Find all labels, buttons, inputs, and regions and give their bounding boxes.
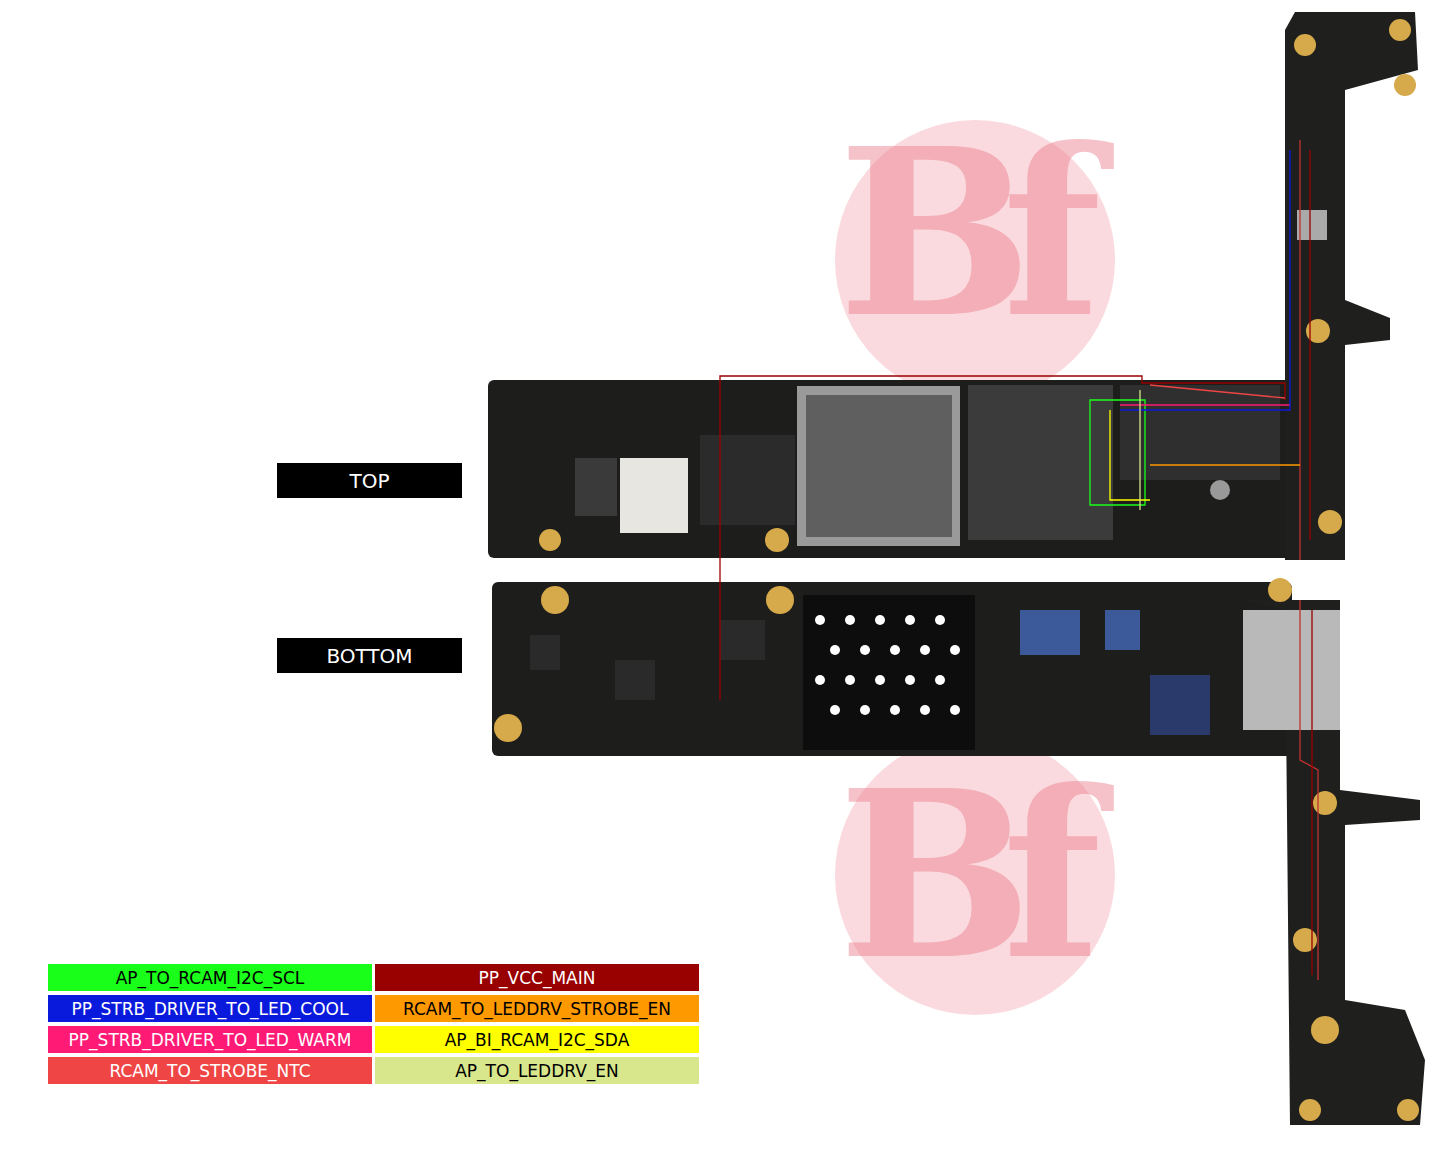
legend-text: PP_STRB_DRIVER_TO_LED_WARM: [69, 1030, 352, 1050]
legend-text: PP_VCC_MAIN: [479, 968, 596, 988]
legend-text: AP_TO_RCAM_I2C_SCL: [116, 968, 305, 988]
watermark: Bf: [838, 760, 1071, 990]
legend-text: AP_BI_RCAM_I2C_SDA: [445, 1030, 630, 1050]
legend-text: RCAM_TO_LEDDRV_STROBE_EN: [403, 999, 671, 1019]
watermark: Bf: [838, 118, 1071, 348]
legend-text: AP_TO_LEDDRV_EN: [455, 1061, 619, 1081]
legend-swatch: AP_TO_RCAM_I2C_SCL: [48, 964, 372, 991]
legend-swatch: RCAM_TO_LEDDRV_STROBE_EN: [375, 995, 699, 1022]
legend-swatch: PP_STRB_DRIVER_TO_LED_WARM: [48, 1026, 372, 1053]
view-label-box: TOP: [277, 463, 462, 498]
legend-swatch: PP_STRB_DRIVER_TO_LED_COOL: [48, 995, 372, 1022]
legend-swatch: AP_TO_LEDDRV_EN: [375, 1057, 699, 1084]
legend-swatch: PP_VCC_MAIN: [375, 964, 699, 991]
legend-text: PP_STRB_DRIVER_TO_LED_COOL: [72, 999, 349, 1019]
view-label-box: BOTTOM: [277, 638, 462, 673]
view-label: BOTTOM: [326, 644, 412, 668]
legend-text: RCAM_TO_STROBE_NTC: [109, 1061, 310, 1081]
legend-swatch: AP_BI_RCAM_I2C_SDA: [375, 1026, 699, 1053]
legend-swatch: RCAM_TO_STROBE_NTC: [48, 1057, 372, 1084]
view-label: TOP: [349, 469, 389, 493]
